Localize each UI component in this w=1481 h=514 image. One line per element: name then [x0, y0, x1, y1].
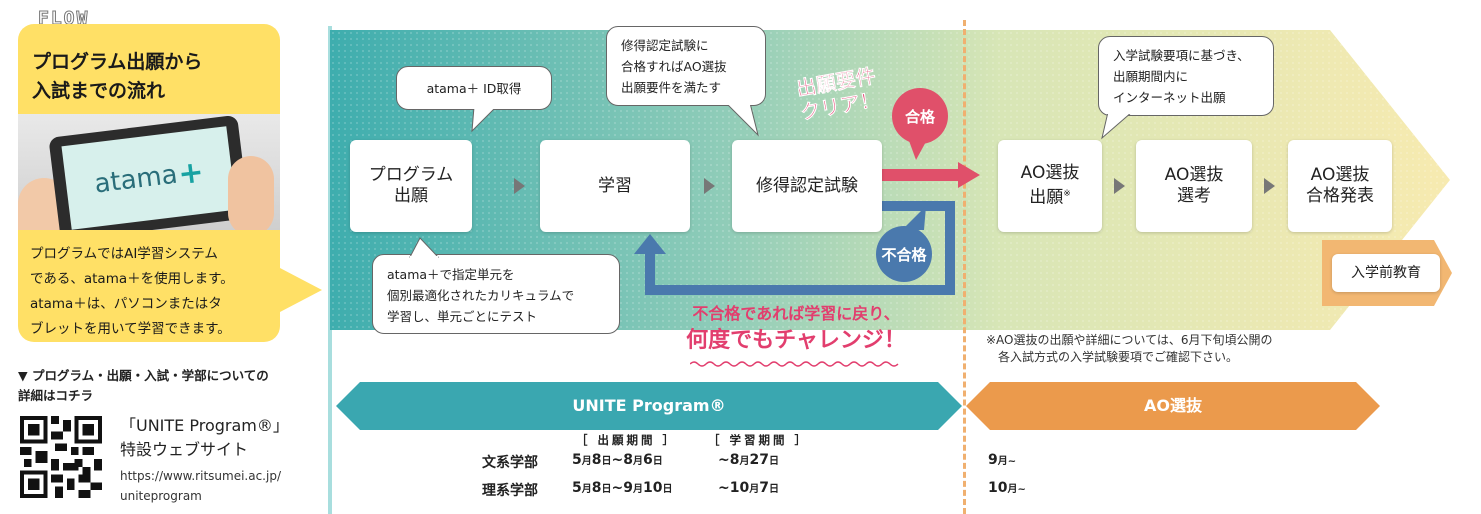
pass-badge-tail — [908, 138, 928, 160]
bubble-line: インターネット出願 — [1113, 90, 1226, 105]
card-speech-tail — [280, 268, 322, 312]
fail-badge-tail — [902, 206, 926, 230]
ao-period-humanities: 9月~ — [988, 452, 1017, 468]
step-ao-selection: AO選抜選考 — [1136, 140, 1252, 232]
bubble-study-info: atama＋で指定単元を 個別最適化されたカリキュラムで 学習し、単元ごとにテス… — [372, 254, 620, 334]
bubble-id-acquire: atama＋ ID取得 — [396, 66, 552, 110]
retry-loop-arrow — [634, 201, 955, 295]
bubble-tail — [725, 103, 759, 137]
bubble-ao-apply: 入学試験要項に基づき、 出願期間内に インターネット出願 — [1098, 36, 1274, 116]
faculty-sciences: 理系学部 — [482, 483, 538, 499]
arrow-right-icon — [704, 178, 715, 194]
step-label-line: 出願※ — [1029, 187, 1071, 208]
bubble-tail — [1101, 112, 1133, 140]
website-link-title[interactable]: 「UNITE Program®」 特設ウェブサイト — [120, 414, 289, 462]
bubble-tail — [471, 107, 497, 133]
unite-program-bar-shape — [336, 382, 962, 430]
apply-period-sciences: 5月8日~9月10日 — [572, 480, 673, 496]
retry-line-2: 何度でもチャレンジ！ — [686, 328, 906, 353]
study-period-humanities: ~8月27日 — [718, 452, 779, 468]
pre-education-label: 入学前教育 — [1332, 254, 1440, 292]
retry-line-1: 不合格であれば学習に戻り、 — [692, 304, 900, 323]
note-line: 各入試方式の入学試験要項でご確認下さい。 — [986, 350, 1239, 364]
info-heading: ▼ プログラム・出願・入試・学部についての 詳細はコチラ — [18, 366, 308, 406]
atama-logo-plus: + — [176, 153, 206, 192]
bubble-line: 修得認定試験に — [621, 38, 709, 53]
tablet-screen: atama+ — [61, 126, 237, 230]
schedule-head-apply: ［ 出願期間 ］ — [576, 433, 678, 447]
url-line-1: https://www.ritsumei.ac.jp/ — [120, 469, 281, 483]
card-body-line: ブレットを用いて学習できます。 — [30, 321, 231, 337]
step-label-line: AO選抜 — [1020, 163, 1080, 184]
tablet-photo: atama+ — [18, 114, 280, 230]
step-ao-result: AO選抜合格発表 — [1288, 140, 1392, 232]
step-program-apply: プログラム出願 — [350, 140, 472, 232]
bubble-line: 学習し、単元ごとにテスト — [387, 309, 538, 324]
faculty-humanities: 文系学部 — [482, 455, 538, 471]
card-title: プログラム出願から 入試までの流れ — [32, 48, 272, 106]
step-label-line: 出願 — [394, 186, 428, 206]
fail-badge: 不合格 — [876, 226, 932, 282]
bubble-line: 出願期間内に — [1113, 69, 1189, 84]
arrow-right-icon — [1264, 178, 1275, 194]
tablet-image: atama+ — [48, 114, 250, 230]
step-label-line: AO選抜 — [1164, 165, 1224, 185]
qr-code-icon[interactable] — [20, 416, 102, 498]
info-heading-line-1: ▼ プログラム・出願・入試・学部についての — [18, 368, 269, 383]
ao-selection-bar-shape — [966, 382, 1380, 430]
unite-program-label: UNITE Program® — [572, 396, 726, 415]
bubble-line: atama＋で指定単元を — [387, 267, 515, 282]
note-line: ※AO選抜の出願や詳細については、6月下旬頃公開の — [986, 333, 1273, 347]
url-line-2: uniteprogram — [120, 489, 202, 503]
step-certification-exam: 修得認定試験 — [732, 140, 882, 232]
ao-footnote: ※AO選抜の出願や詳細については、6月下旬頃公開の 各入試方式の入学試験要項でご… — [986, 332, 1273, 366]
study-period-sciences: ~10月7日 — [718, 480, 779, 496]
bubble-cert-info: 修得認定試験に 合格すればAO選抜 出願要件を満たす — [606, 26, 766, 106]
card-body-line: atama＋は、パソコンまたはタ — [30, 296, 222, 312]
arrow-right-icon — [514, 178, 525, 194]
right-hand-image — [228, 156, 274, 230]
card-description: プログラムではAI学習システム である、atama＋を使用します。 atama＋… — [30, 242, 270, 342]
info-heading-line-2: 詳細はコチラ — [18, 388, 94, 403]
card-title-line-1: プログラム出願から — [32, 51, 203, 73]
bubble-line: 入学試験要項に基づき、 — [1113, 48, 1250, 63]
step-ao-apply: AO選抜出願※ — [998, 140, 1102, 232]
step-label-line: 合格発表 — [1306, 186, 1374, 206]
step-label-line: プログラム — [368, 165, 454, 185]
pass-arrow — [882, 162, 980, 188]
apply-period-humanities: 5月8日~8月6日 — [572, 452, 663, 468]
bubble-line: 個別最適化されたカリキュラムで — [387, 288, 575, 303]
site-title-line-1: 「UNITE Program®」 — [120, 416, 289, 435]
website-url[interactable]: https://www.ritsumei.ac.jp/ uniteprogram — [120, 466, 281, 506]
ao-selection-label: AO選抜 — [1144, 396, 1202, 415]
card-title-line-2: 入試までの流れ — [32, 80, 166, 102]
atama-logo: atama — [92, 159, 180, 200]
site-title-line-2: 特設ウェブサイト — [120, 440, 249, 459]
footnote-mark: ※ — [1063, 189, 1071, 200]
retry-message: 不合格であれば学習に戻り、 何度でもチャレンジ！ — [646, 302, 946, 356]
arrow-right-icon — [1114, 178, 1125, 194]
phase-divider — [963, 20, 966, 514]
wavy-underline — [690, 361, 899, 367]
schedule-head-study: ［ 学習期間 ］ — [708, 433, 810, 447]
card-body-line: プログラムではAI学習システム — [30, 246, 218, 262]
pass-badge: 合格 — [892, 88, 948, 144]
card-body-line: である、atama＋を使用します。 — [30, 271, 234, 287]
step-label-line: AO選抜 — [1310, 165, 1370, 185]
step-label-line: 選考 — [1177, 186, 1211, 206]
bubble-line: 出願要件を満たす — [621, 80, 722, 95]
bubble-line: 合格すればAO選抜 — [621, 59, 727, 74]
ao-period-sciences: 10月~ — [988, 480, 1026, 496]
step-study: 学習 — [540, 140, 690, 232]
bubble-tail — [409, 237, 440, 258]
